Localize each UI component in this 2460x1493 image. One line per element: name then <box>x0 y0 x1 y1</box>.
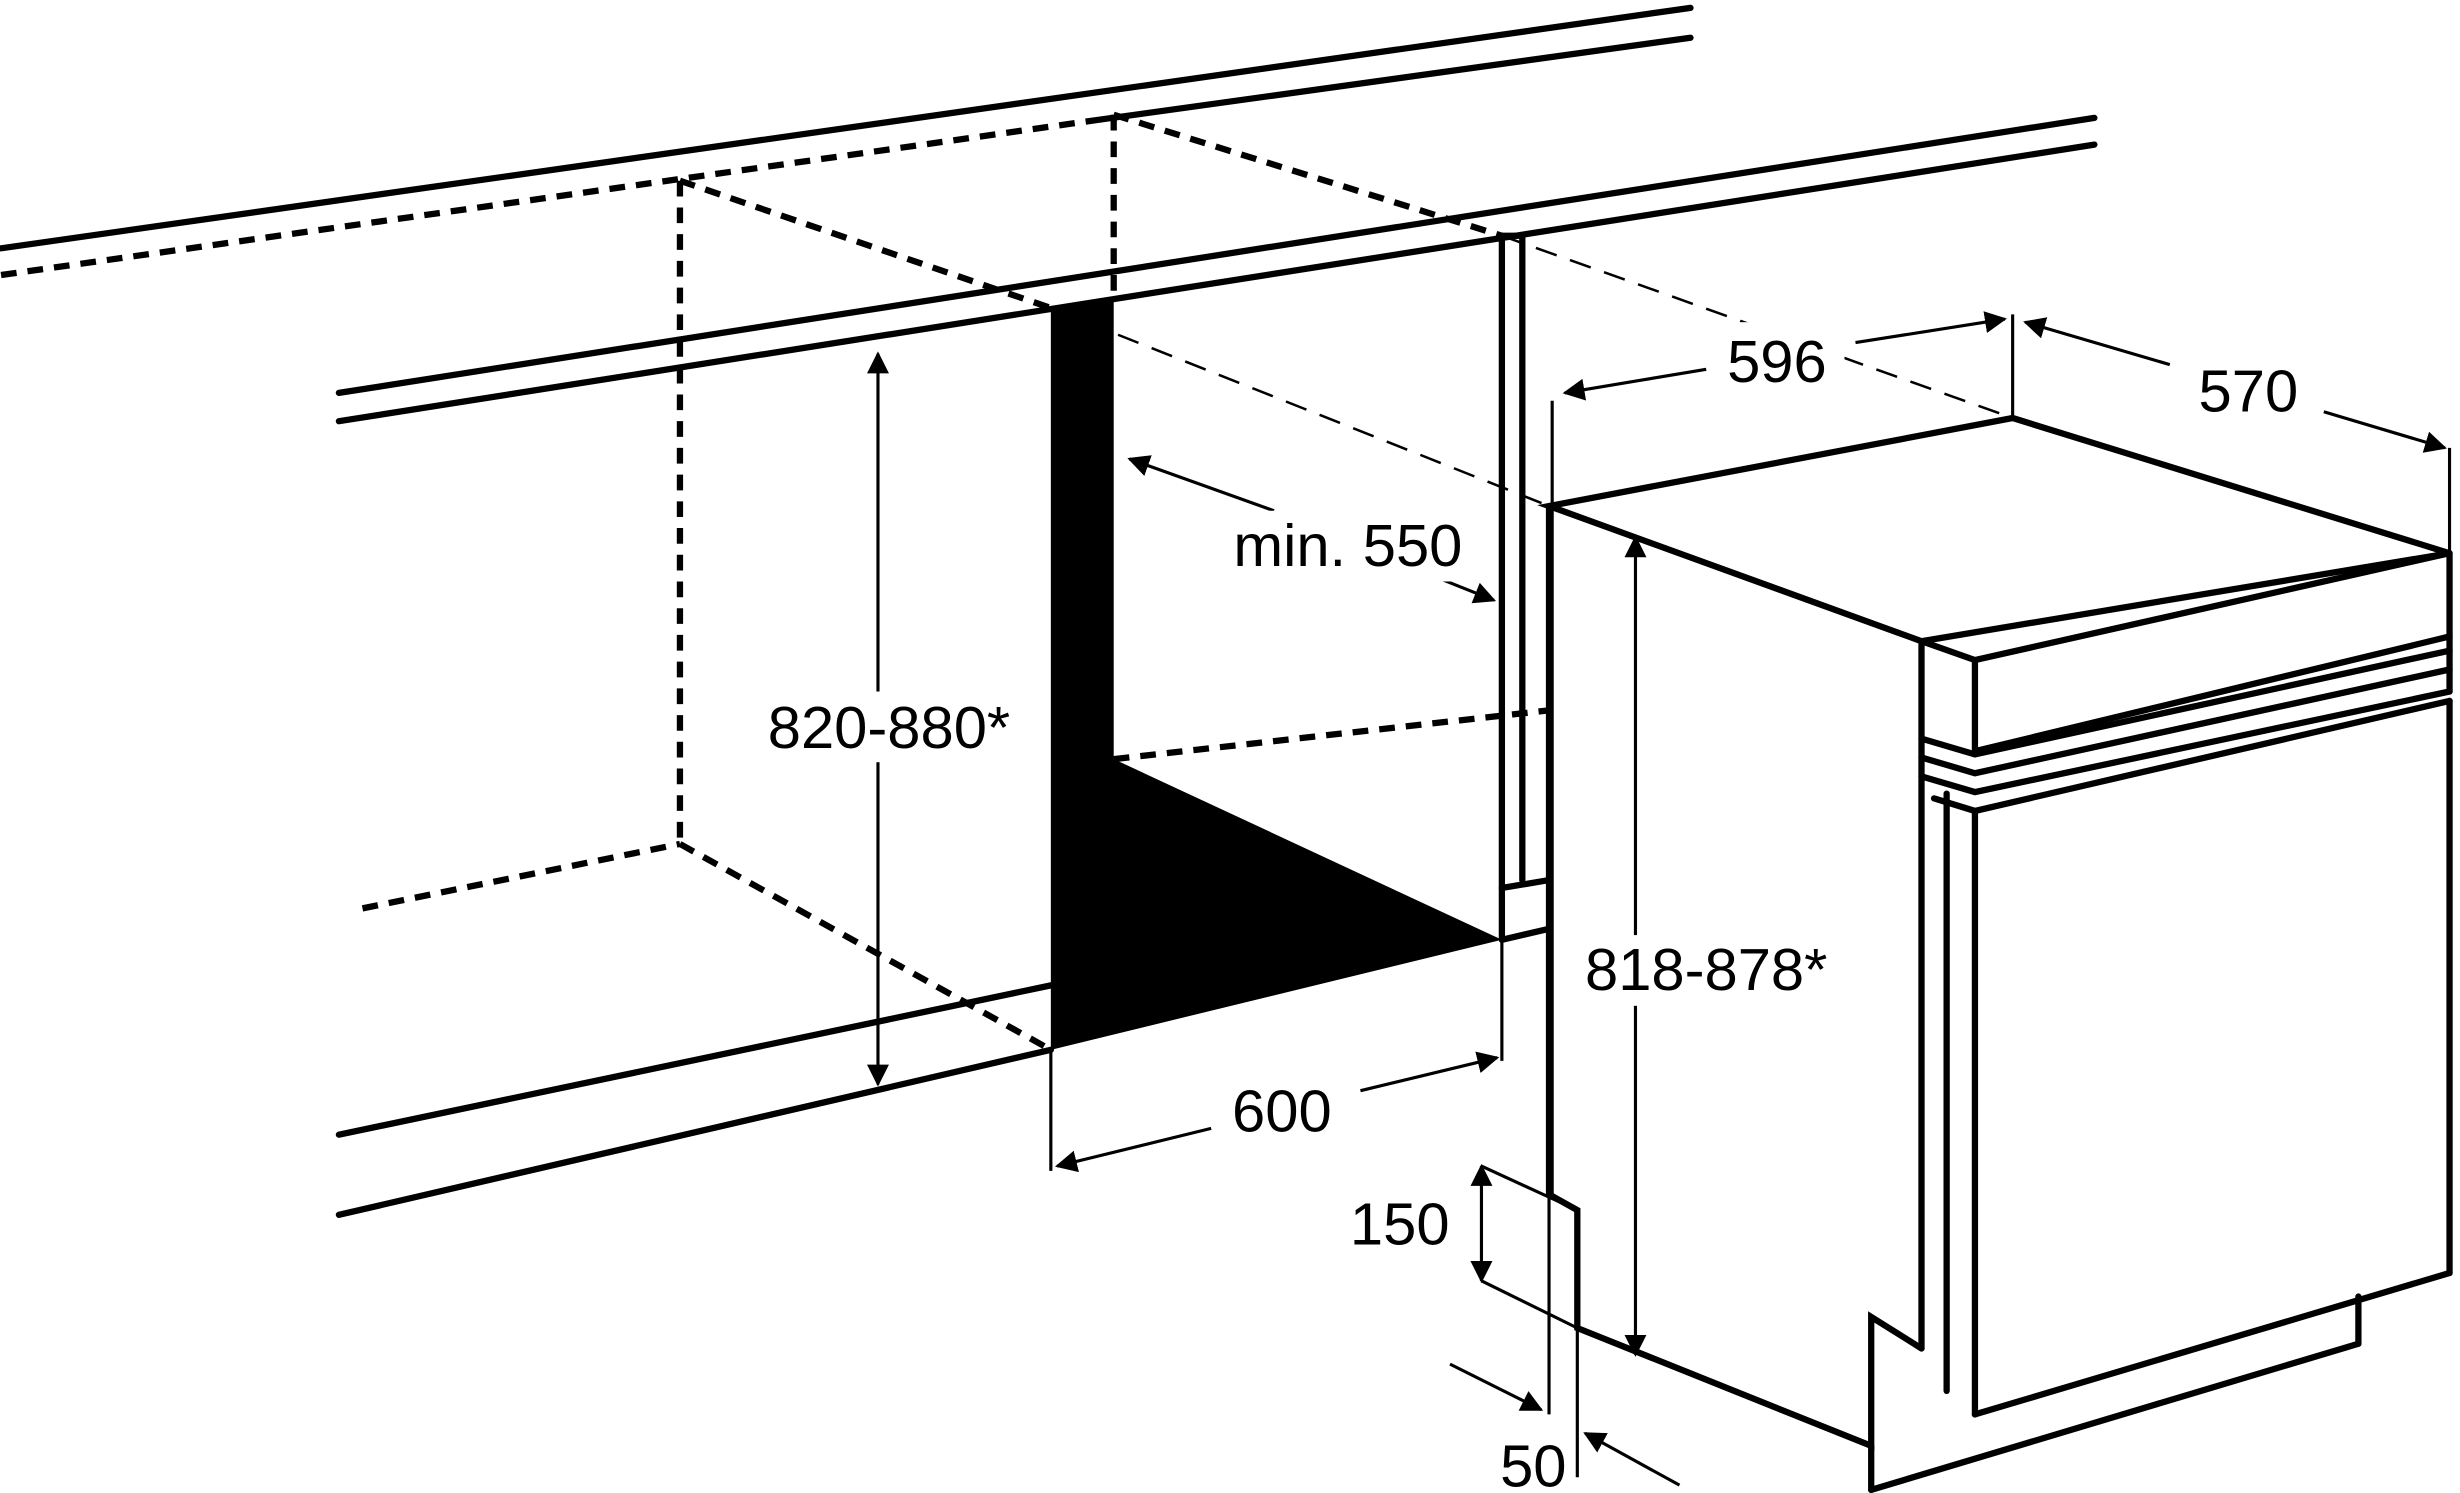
dimension-596: 596 <box>1727 328 1827 395</box>
dimension-min-550: min. 550 <box>1233 512 1462 579</box>
dimension-50: 50 <box>1500 1433 1566 1493</box>
dimension-818-878: 818-878* <box>1585 936 1827 1003</box>
cabinet-side-panel <box>1498 232 1553 943</box>
niche-shading <box>1050 298 1502 1050</box>
worktop-lines <box>0 4 2098 425</box>
dishwasher <box>1537 414 2453 1493</box>
dimension-570: 570 <box>2199 358 2299 425</box>
dimension-600: 600 <box>1232 1078 1332 1145</box>
floor-lines <box>335 925 1553 1218</box>
dimension-820-880: 820-880* <box>768 694 1010 761</box>
dimension-150: 150 <box>1350 1191 1450 1258</box>
